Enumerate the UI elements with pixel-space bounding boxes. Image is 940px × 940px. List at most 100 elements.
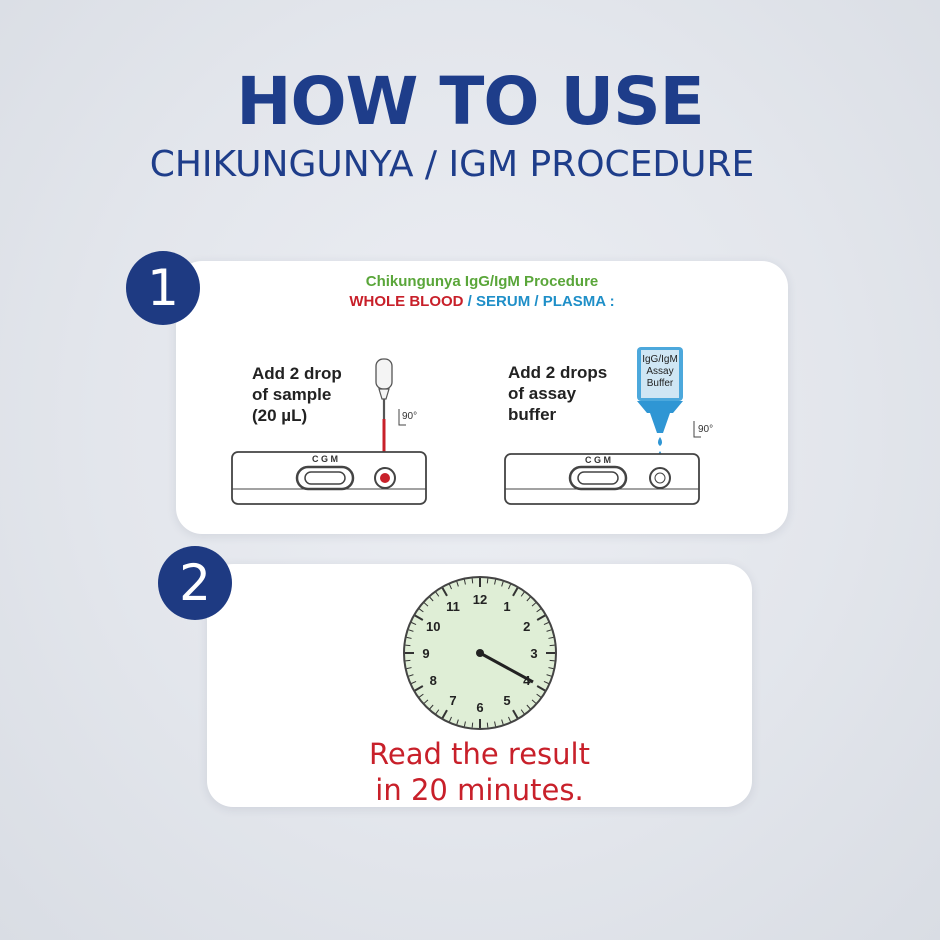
- specimen-separator: /: [530, 293, 543, 310]
- specimen-separator: /: [463, 293, 477, 310]
- clock-number: 11: [446, 599, 460, 614]
- clock-tick: [405, 644, 411, 647]
- procedure-title: Chikungunya IgG/IgM Procedure: [365, 273, 599, 290]
- clock-tick: [408, 629, 414, 632]
- clock-tick: [501, 581, 504, 587]
- clock-tick: [411, 681, 417, 684]
- buffer-instruction-line: of assay: [508, 384, 577, 403]
- clock-tick: [486, 722, 489, 728]
- clock-tick: [543, 681, 549, 684]
- bottle-label-line: IgG/IgM: [642, 354, 678, 365]
- clock-tick: [520, 709, 525, 714]
- clock-tick: [501, 719, 504, 725]
- clock-number: 3: [530, 646, 537, 661]
- page-subtitle: CHIKUNGUNYA / IGM PROCEDURE: [149, 144, 755, 185]
- specimen-serum: SERUM: [476, 293, 531, 310]
- clock-tick: [414, 685, 424, 692]
- step-number-badge: 1: [126, 251, 200, 325]
- clock-tick: [543, 622, 549, 625]
- clock-tick: [508, 716, 511, 722]
- clock-tick: [463, 579, 466, 585]
- bottle-label-line: Assay: [646, 366, 673, 377]
- specimen-types: WHOLE BLOOD / SERUM / PLASMA :: [176, 293, 788, 310]
- clock-tick: [449, 716, 452, 722]
- procedure-diagram: 90° C G M IgG/IgM Assay Buffer 90°: [231, 347, 713, 505]
- clock-number: 6: [476, 700, 483, 715]
- test-cassette: C G M: [231, 451, 427, 505]
- clock-tick: [423, 699, 429, 704]
- clock-number: 8: [430, 673, 437, 688]
- clock-number: 10: [426, 619, 440, 634]
- clock-tick: [435, 592, 440, 597]
- clock-tick: [546, 674, 552, 677]
- clock-tick: [526, 704, 531, 710]
- clock-hand: [479, 651, 534, 684]
- clock-tick: [548, 667, 554, 670]
- angle-indicator: 90°: [398, 409, 417, 426]
- clock-tick: [429, 596, 434, 602]
- clock-tick: [531, 602, 537, 607]
- cassette-label: C G M: [585, 455, 611, 465]
- clock-tick: [405, 659, 411, 662]
- clock-tick: [531, 699, 537, 704]
- clock-tick: [536, 693, 541, 698]
- sample-instruction-line: (20 µL): [252, 406, 308, 425]
- clock-tick: [429, 704, 434, 710]
- clock-tick: [419, 608, 424, 613]
- buffer-bottle-icon: IgG/IgM Assay Buffer: [637, 347, 683, 460]
- clock-tick: [463, 721, 466, 727]
- clock-tick: [414, 614, 424, 621]
- clock-number: 1: [503, 599, 510, 614]
- step-number-badge: 2: [158, 546, 232, 620]
- specimen-whole-blood: WHOLE BLOOD: [349, 293, 464, 310]
- clock-tick: [508, 584, 511, 590]
- clock-number: 9: [422, 646, 429, 661]
- clock-tick: [441, 587, 448, 597]
- clock-tick: [494, 579, 497, 585]
- clock-tick: [546, 629, 552, 632]
- clock-tick: [456, 719, 459, 725]
- clock-tick: [471, 722, 474, 728]
- clock-tick: [486, 578, 489, 584]
- result-instruction: Read the result in 20 minutes.: [207, 736, 752, 808]
- page-title: HOW TO USE: [236, 63, 704, 140]
- clock-tick: [419, 693, 424, 698]
- clock-tick: [449, 584, 452, 590]
- clock-tick: [536, 614, 546, 621]
- clock-tick: [526, 596, 531, 602]
- specimen-plasma: PLASMA :: [542, 293, 615, 310]
- angle-label: 90°: [698, 424, 713, 435]
- clock-number: 5: [503, 693, 510, 708]
- clock-tick: [536, 685, 546, 692]
- cassette-label: C G M: [312, 454, 338, 464]
- sample-instruction: Add 2 drop of sample (20 µL): [252, 363, 382, 426]
- step-1-card: Chikungunya IgG/IgM Procedure WHOLE BLOO…: [176, 261, 788, 534]
- buffer-instruction-line: buffer: [508, 405, 557, 424]
- bottle-label-line: Buffer: [647, 378, 674, 389]
- result-instruction-line: in 20 minutes.: [375, 773, 584, 807]
- clock-tick: [520, 592, 525, 597]
- clock-tick: [423, 602, 429, 607]
- pipette-icon: [375, 358, 393, 463]
- angle-label: 90°: [402, 411, 417, 422]
- buffer-instruction-line: Add 2 drops: [508, 363, 608, 382]
- angle-indicator: 90°: [693, 421, 713, 438]
- clock-tick: [456, 581, 459, 587]
- test-cassette: C G M: [504, 453, 700, 505]
- clock-tick: [408, 674, 414, 677]
- sample-instruction-line: Add 2 drop: [252, 364, 342, 383]
- clock-number: 12: [473, 592, 487, 607]
- clock-tick: [441, 709, 448, 719]
- clock-tick: [549, 644, 555, 647]
- clock-tick: [536, 608, 541, 613]
- sample-instruction-line: of sample: [252, 385, 332, 404]
- clock-tick: [494, 721, 497, 727]
- clock-tick: [549, 659, 555, 662]
- buffer-instruction: Add 2 drops of assay buffer: [508, 362, 638, 425]
- clock-tick: [548, 636, 554, 639]
- clock-tick: [512, 587, 519, 597]
- clock-tick: [406, 636, 412, 639]
- clock-tick: [411, 622, 417, 625]
